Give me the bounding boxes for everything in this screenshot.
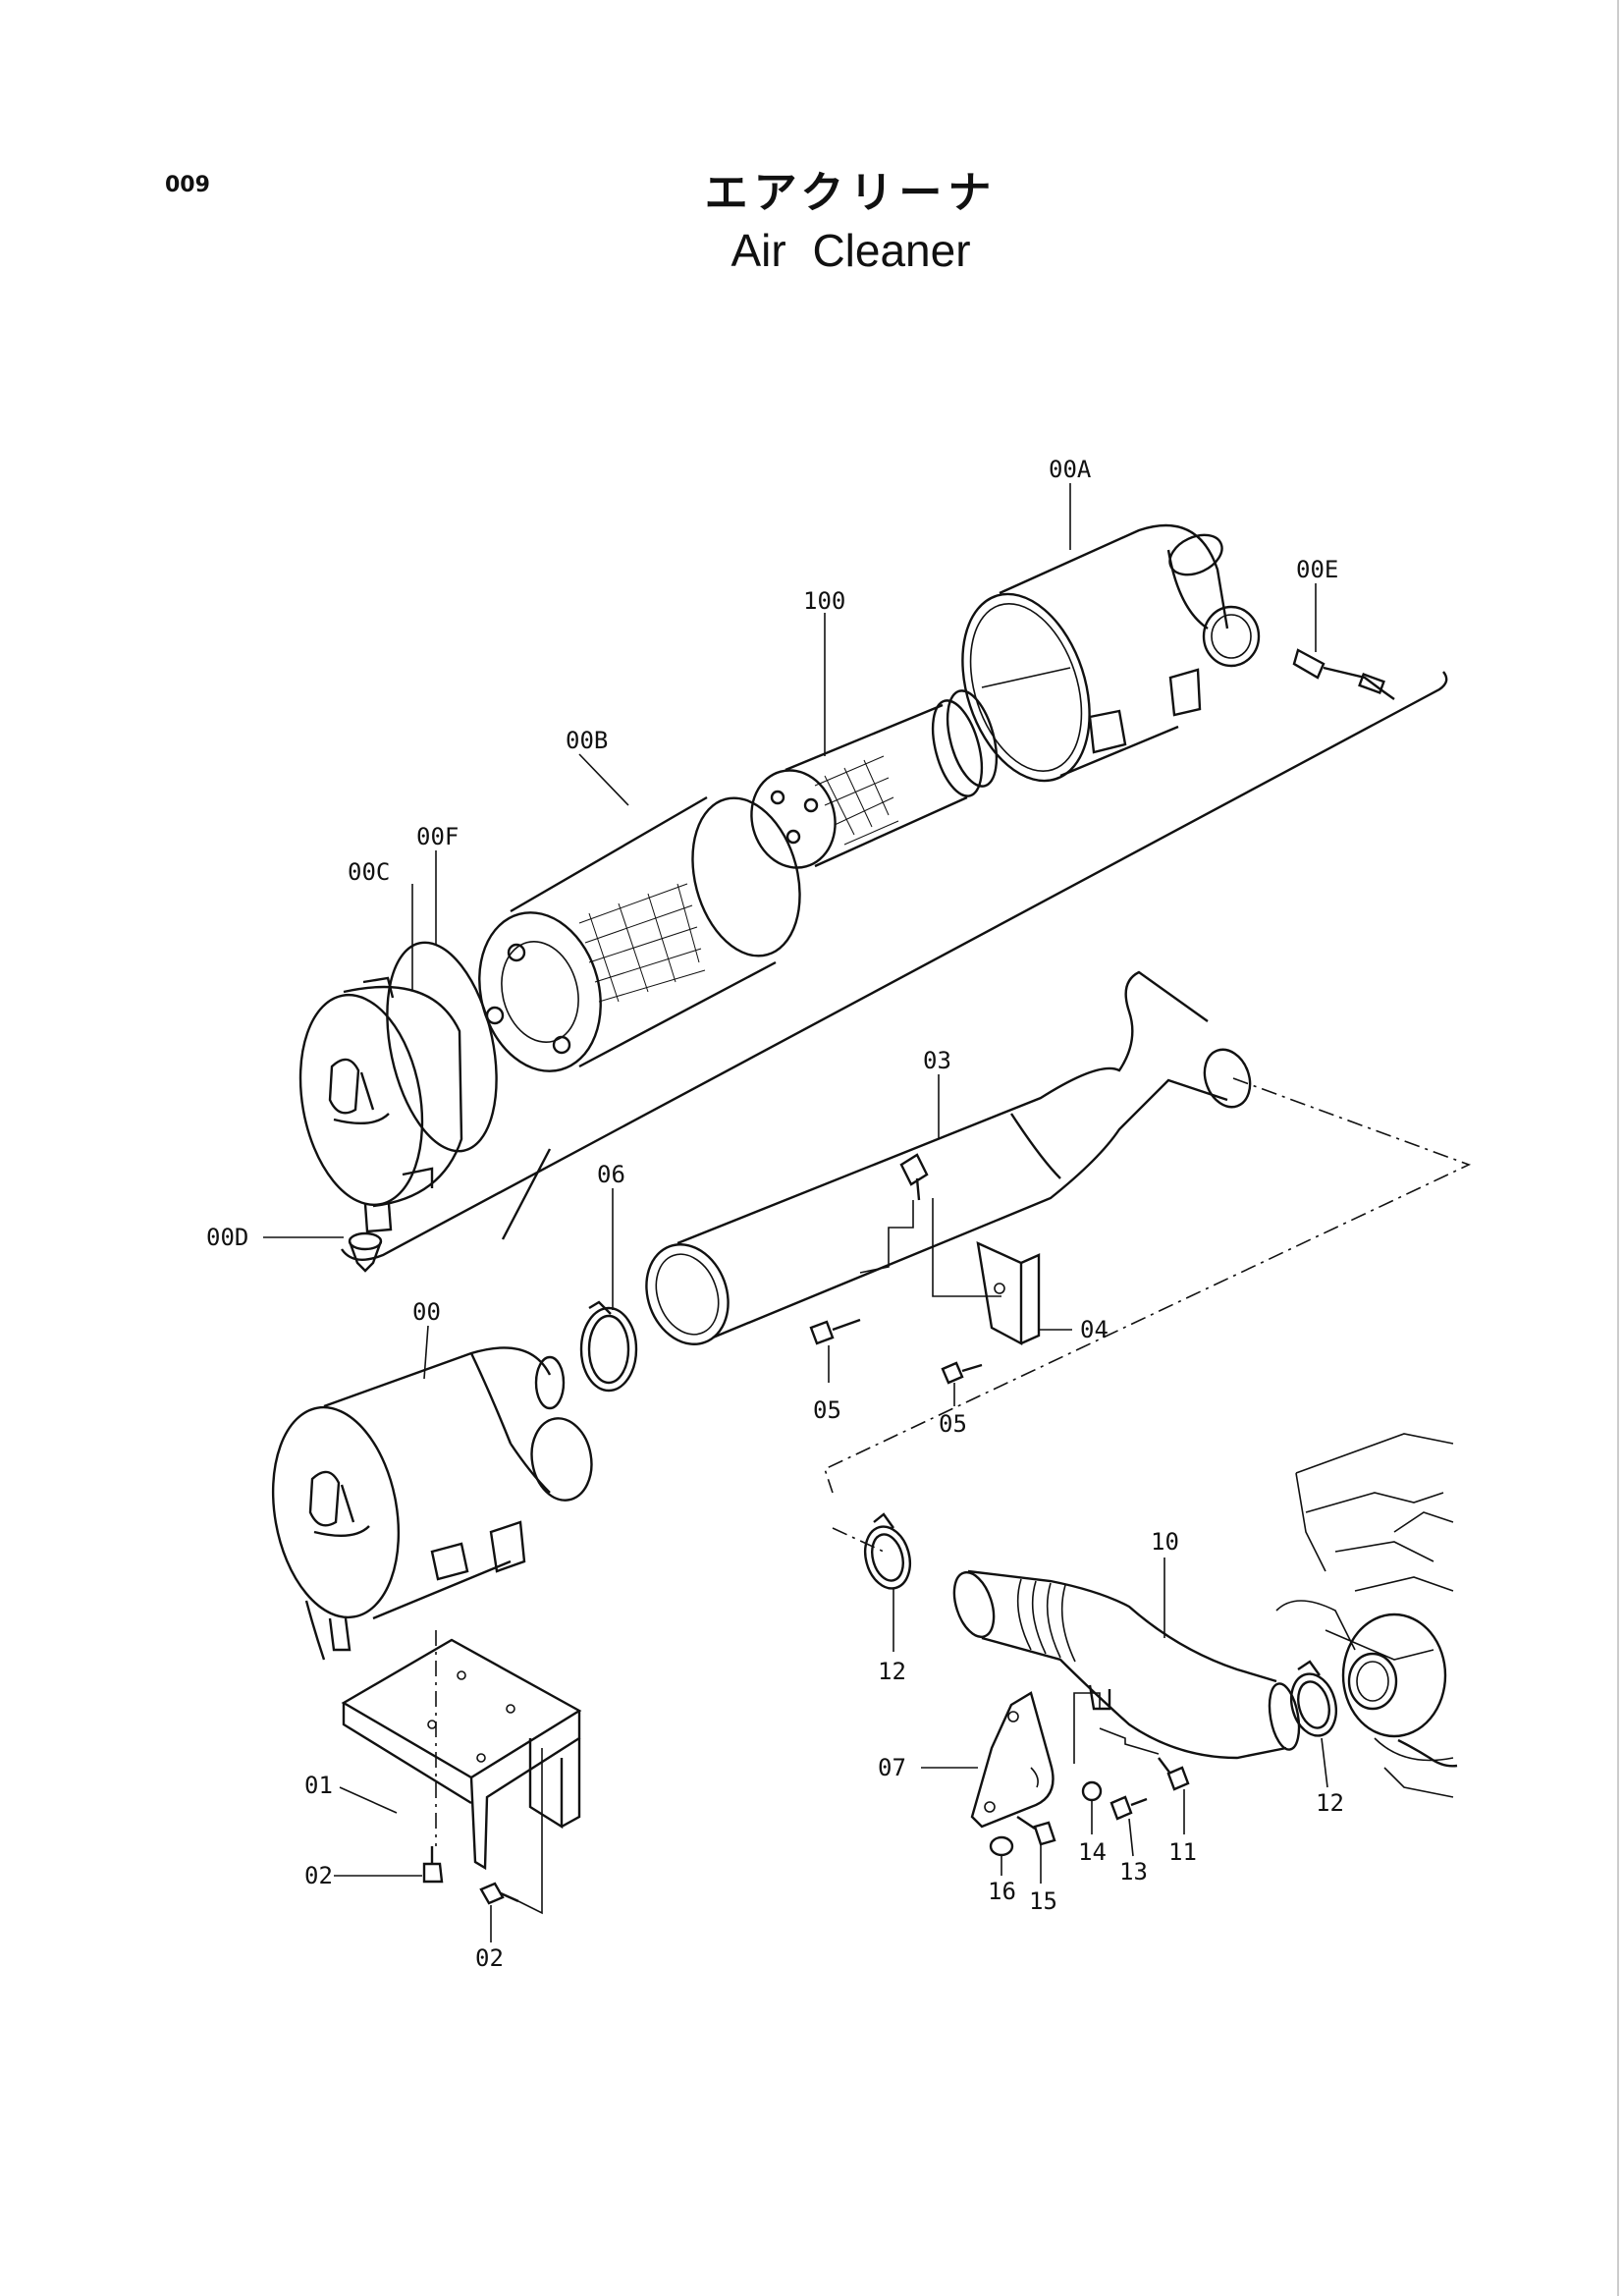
hose-clamp-12-left [863, 1512, 912, 1590]
callout-00B: 00B [566, 727, 608, 754]
page-number: 009 [165, 173, 210, 197]
stay-07 [970, 1691, 1055, 1829]
bolt-15 [1016, 1816, 1056, 1846]
callout-13: 13 [1119, 1858, 1148, 1886]
seal-ring-00F [386, 941, 498, 1153]
callout-04: 04 [1080, 1316, 1109, 1343]
callout-16: 16 [988, 1878, 1016, 1905]
callout-05-upper: 05 [813, 1396, 841, 1424]
hose-clamp-06 [579, 1300, 638, 1393]
callout-labels: 00A 00E 100 00B 00F 00C 00D 03 06 04 05 … [206, 456, 1344, 1972]
callout-14: 14 [1078, 1838, 1107, 1866]
callout-07: 07 [878, 1754, 906, 1781]
mounting-bracket-01 [341, 1638, 582, 1871]
callout-06: 06 [597, 1161, 625, 1188]
callout-15: 15 [1029, 1887, 1057, 1915]
bolt-02-left [422, 1846, 444, 1884]
callout-02-right: 02 [475, 1944, 504, 1972]
bolt-05-upper [809, 1318, 861, 1345]
bolt-05-lower [941, 1361, 983, 1385]
inner-filter-100 [750, 689, 999, 869]
callout-01: 01 [304, 1772, 333, 1799]
callout-11: 11 [1168, 1838, 1197, 1866]
outer-filter-00B [478, 795, 801, 1072]
callout-05-lower: 05 [939, 1410, 967, 1438]
assembly-line-lower-hose [832, 1527, 885, 1553]
exploded-view-boundary [341, 671, 1448, 1261]
callout-00D: 00D [206, 1224, 248, 1251]
exploded-view-pointer [501, 1148, 552, 1240]
intake-hose-10 [952, 1569, 1301, 1760]
callout-12-right: 12 [1316, 1789, 1344, 1817]
bolt-11 [1158, 1757, 1190, 1791]
bolt-02-right [479, 1882, 519, 1905]
stay-07-assembly-line [1073, 1692, 1160, 1764]
callout-100: 100 [803, 587, 845, 615]
bracket-04-assembly-line [859, 1198, 1001, 1297]
callout-00A: 00A [1049, 456, 1092, 483]
hose-clamp-12-right [1289, 1660, 1338, 1737]
bolt-02-assembly-line [517, 1748, 543, 1915]
callout-00C: 00C [348, 858, 390, 886]
engine-partial-view [1275, 1433, 1458, 1798]
callout-02-left: 02 [304, 1862, 333, 1889]
callout-12-left: 12 [878, 1658, 906, 1685]
leader-lines [263, 483, 1328, 1942]
bracket-04 [976, 1240, 1041, 1345]
scan-edge [1617, 0, 1619, 2296]
valve-00D [348, 1231, 383, 1273]
washer-14 [1081, 1780, 1103, 1802]
air-cleaner-assembly-00 [271, 1346, 593, 1661]
callout-00: 00 [412, 1298, 441, 1326]
page-title-japanese: エアクリーナ [704, 168, 998, 218]
cover-00C [298, 976, 463, 1233]
assembly-line-pipe-to-lower [824, 1077, 1472, 1494]
intake-pipe-03 [645, 970, 1252, 1345]
sensor-00E [1292, 648, 1395, 700]
bolt-13 [1109, 1795, 1148, 1821]
page-title-english: Air Cleaner [730, 225, 971, 276]
callout-00F: 00F [416, 823, 459, 850]
washer-16 [989, 1835, 1014, 1857]
pipe-clamp [899, 1153, 929, 1201]
housing-00A [961, 523, 1261, 783]
callout-00E: 00E [1296, 556, 1338, 583]
callout-03: 03 [923, 1047, 951, 1074]
callout-10: 10 [1151, 1528, 1179, 1556]
